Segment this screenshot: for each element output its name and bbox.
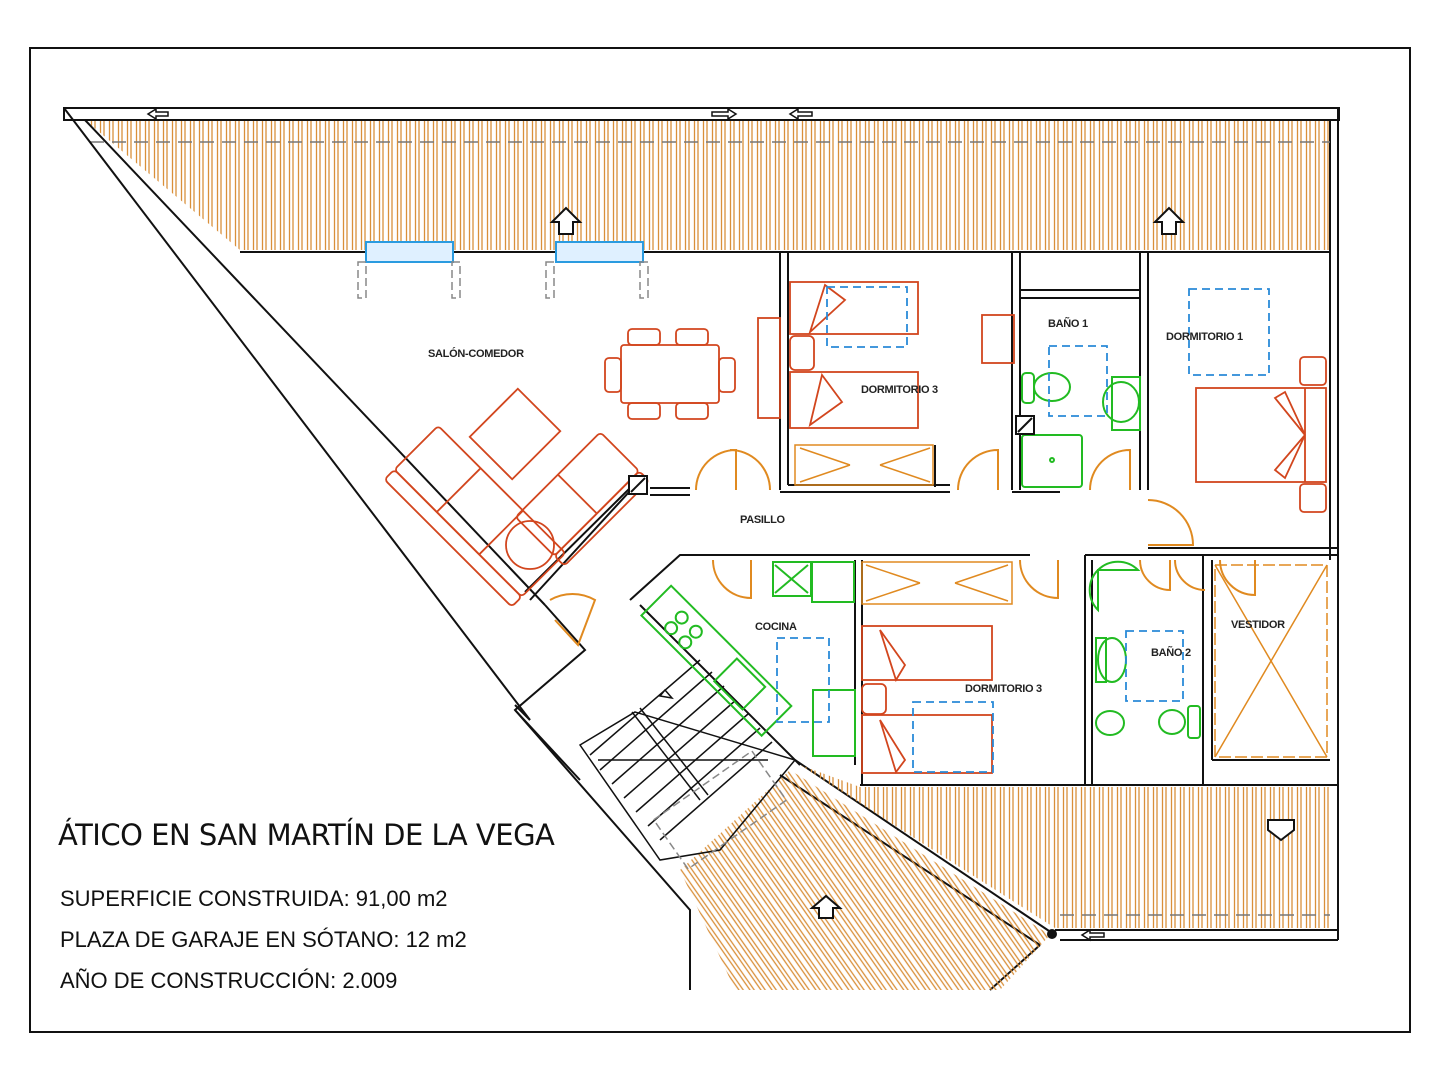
room-label-cocina: COCINA <box>755 621 797 633</box>
room-label-dormitorio-1: DORMITORIO 1 <box>1166 331 1243 343</box>
room-label-vestidor: VESTIDOR <box>1231 619 1285 631</box>
diagonal-terrace <box>680 770 1050 990</box>
doors <box>549 448 1256 647</box>
info-built-area: SUPERFICIE CONSTRUIDA: 91,00 m2 <box>60 886 448 911</box>
furniture <box>385 281 1327 774</box>
room-label-dormitorio-3-top: DORMITORIO 3 <box>861 384 938 396</box>
top-terrace <box>63 107 1340 560</box>
ceiling-markers <box>776 286 1270 773</box>
windows <box>357 241 649 299</box>
sanitary <box>639 372 1201 757</box>
bottom-terrace <box>800 765 1330 928</box>
pillars <box>628 415 1035 495</box>
room-label-salon-comedor: SALÓN-COMEDOR <box>428 348 524 360</box>
stairs <box>578 659 797 871</box>
room-label-bano-2: BAÑO 2 <box>1151 647 1191 659</box>
room-label-bano-1: BAÑO 1 <box>1048 318 1088 330</box>
drawing-frame <box>29 47 1411 1033</box>
info-garage: PLAZA DE GARAJE EN SÓTANO: 12 m2 <box>60 927 467 952</box>
plan-title: ÁTICO EN SAN MARTÍN DE LA VEGA <box>58 818 555 852</box>
wardrobes <box>794 444 1328 758</box>
info-construction-year: AÑO DE CONSTRUCCIÓN: 2.009 <box>60 968 398 993</box>
room-label-pasillo: PASILLO <box>740 514 785 526</box>
room-label-dormitorio-3-bottom: DORMITORIO 3 <box>965 683 1042 695</box>
